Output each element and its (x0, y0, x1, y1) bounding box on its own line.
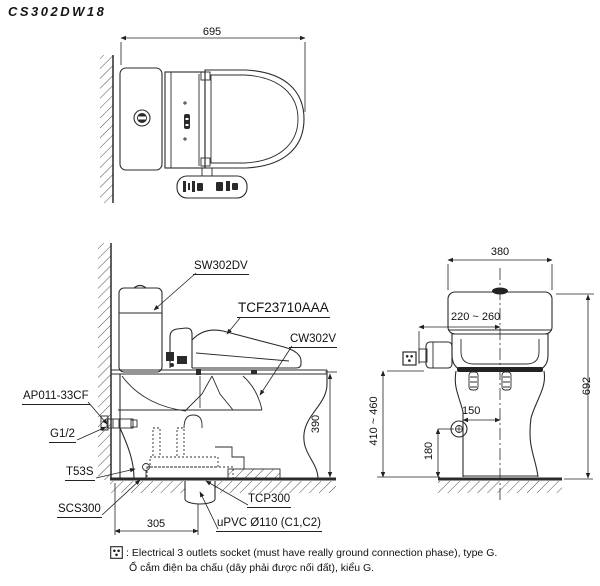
model-number-title: CS302DW18 (8, 4, 107, 19)
dim-top-width: 695 (202, 26, 222, 38)
dim-drain-offset: 305 (146, 518, 166, 530)
label-thread: G1/2 (49, 428, 76, 443)
dim-inlet-height: 180 (423, 441, 435, 461)
outlet-flange-side (227, 468, 281, 479)
label-washlet: TCF23710AAA (237, 300, 330, 318)
remote-control-top (176, 175, 248, 199)
socket-icon (110, 546, 123, 559)
pedestal-front-outline (454, 370, 546, 478)
label-seal: T53S (65, 466, 95, 481)
washlet-side-outline (169, 327, 193, 368)
lid-outline-top (204, 69, 305, 169)
bowl-side-outline (303, 370, 328, 480)
dim-inlet-offset: 150 (462, 405, 481, 417)
label-outlet-socket: TCP300 (247, 493, 292, 508)
note-line-en: : Electrical 3 outlets socket (must have… (110, 546, 497, 559)
note-line-vi: Ổ cắm điện ba chấu (dây phải được nối đấ… (129, 562, 374, 574)
dimension-lines (114, 35, 594, 535)
wall-hatch-side (98, 243, 111, 480)
washlet-mount-parts (166, 352, 257, 375)
tank-side-outline (118, 287, 163, 373)
front-view-drawing (402, 268, 562, 503)
tank-top-outline (119, 67, 163, 171)
dim-socket-height: 410 ~ 460 (368, 396, 380, 446)
floor-hatch-side (110, 481, 336, 493)
spray-wands-front (468, 371, 512, 391)
dim-front-width: 380 (490, 246, 510, 258)
floor-hatch-front (438, 481, 562, 493)
dim-total-height: 692 (581, 376, 593, 396)
flush-button-top (133, 109, 151, 127)
washlet-side-unit-front (425, 341, 453, 369)
label-angle-valve: AP011-33CF (22, 390, 90, 405)
trapway-hidden-lines (146, 427, 234, 479)
side-view-drawing (98, 243, 336, 505)
label-cistern: SW302DV (193, 260, 249, 275)
wall-hatch-top (100, 55, 113, 203)
top-view-drawing (100, 55, 305, 203)
label-drain-pipe: uPVC Ø110 (C1,C2) (216, 517, 322, 532)
remote-buttons (183, 181, 238, 192)
note-text-vi: Ổ cắm điện ba chấu (dây phải được nối đấ… (129, 562, 375, 574)
leader-lines (76, 272, 293, 530)
label-bowl: CW302V (289, 333, 338, 348)
note-text-en: Electrical 3 outlets socket (must have r… (131, 546, 498, 559)
note-separator: : (126, 546, 129, 559)
dim-rim-height: 390 (310, 414, 322, 434)
socket-symbol-front (402, 351, 417, 366)
label-flange: SCS300 (57, 503, 102, 518)
dim-supply-offset: 220 ~ 260 (451, 311, 501, 323)
